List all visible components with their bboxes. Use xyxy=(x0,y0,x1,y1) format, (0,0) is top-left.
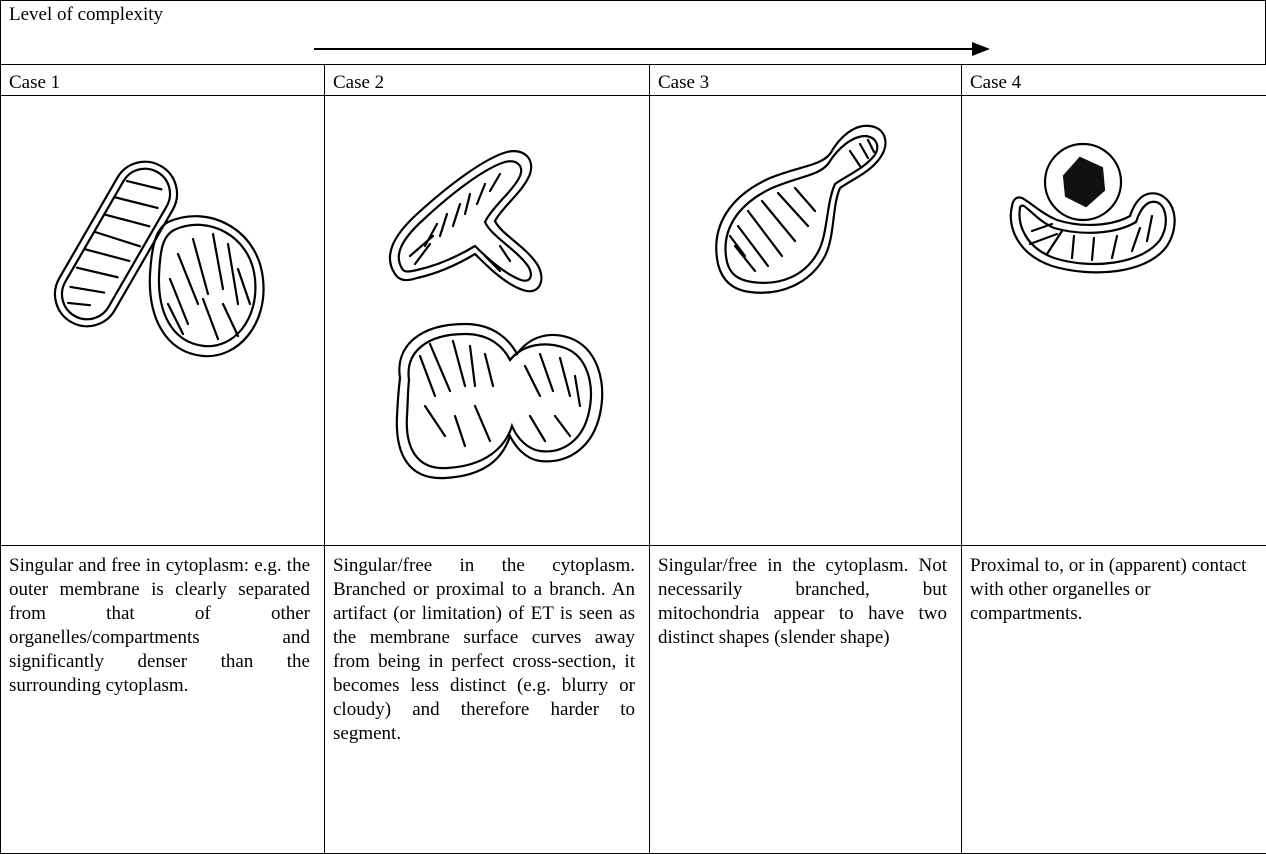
case-3-drawing-cell xyxy=(650,96,962,546)
case-description-row: Singular and free in cytoplasm: e.g. the… xyxy=(1,546,1266,854)
case-4-title: Case 4 xyxy=(962,65,1266,95)
case-2-drawing-cell xyxy=(325,96,650,546)
case-4-drawing-cell xyxy=(962,96,1266,546)
case-3-description: Singular/free in the cytoplasm. Not nece… xyxy=(650,546,962,854)
case-1-header: Case 1 xyxy=(1,65,325,96)
case-2-description: Singular/free in the cytoplasm. Branched… xyxy=(325,546,650,854)
case-3-title: Case 3 xyxy=(650,65,961,95)
case-1-drawing-cell xyxy=(1,96,325,546)
case-2-header: Case 2 xyxy=(325,65,650,96)
case-2-mitochondria-drawing xyxy=(325,96,650,545)
case-3-header: Case 3 xyxy=(650,65,962,96)
case-4-description: Proximal to, or in (apparent) contact wi… xyxy=(962,546,1266,854)
case-4-mitochondria-drawing xyxy=(962,96,1266,545)
complexity-header: Level of complexity xyxy=(0,0,1266,65)
case-drawing-row xyxy=(1,96,1266,546)
cases-grid: Case 1 Case 2 Case 3 Case 4 xyxy=(0,64,1266,854)
case-1-description: Singular and free in cytoplasm: e.g. the… xyxy=(1,546,325,854)
complexity-arrow-icon xyxy=(314,42,990,56)
case-1-mitochondria-drawing xyxy=(1,96,325,545)
complexity-label: Level of complexity xyxy=(9,3,163,27)
case-title-row: Case 1 Case 2 Case 3 Case 4 xyxy=(1,65,1266,96)
case-4-header: Case 4 xyxy=(962,65,1266,96)
case-1-title: Case 1 xyxy=(1,65,324,95)
case-3-mitochondria-drawing xyxy=(650,96,962,545)
case-2-title: Case 2 xyxy=(325,65,649,95)
